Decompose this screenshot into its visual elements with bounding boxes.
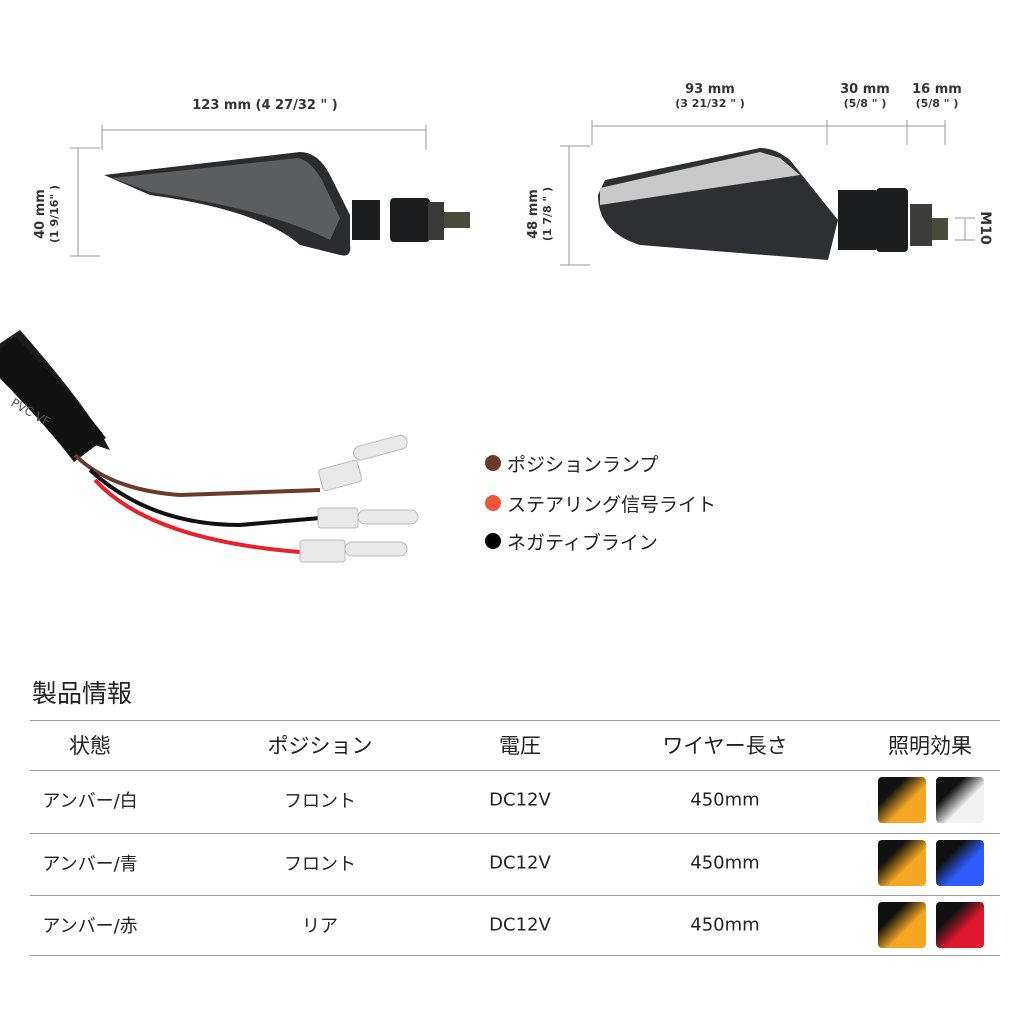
cell-state: アンバー/赤	[42, 916, 138, 937]
lamp2-dimension-lines	[560, 120, 975, 266]
cell-wire-length: 450mm	[690, 914, 760, 936]
lamp1-height-inch: (1 9/16" )	[48, 184, 61, 244]
legend-item-turn-signal: ステアリング信号ライト	[485, 488, 716, 518]
lamp1-length-label: 123 mm (4 27/32 " )	[192, 98, 338, 113]
cell-state: アンバー/青	[42, 854, 138, 875]
header-voltage: 電圧	[499, 734, 541, 758]
legend-label: ネガティブライン	[507, 531, 658, 554]
table-divider	[30, 955, 1000, 956]
lamp2-height-inch: (1 7/8 " )	[541, 186, 554, 242]
lamp2-bolt-dim: 16 mm (5/8 " )	[902, 82, 972, 110]
lighting-effect-swatch	[936, 840, 984, 886]
cell-voltage: DC12V	[489, 852, 551, 874]
legend-label: ポジションランプ	[507, 453, 659, 476]
header-position: ポジション	[267, 734, 373, 758]
lamp2-stem-dim: 30 mm (5/8 " )	[830, 82, 900, 110]
lamp-diagrams	[70, 120, 975, 266]
cell-voltage: DC12V	[489, 789, 551, 811]
red-dot-icon	[485, 495, 501, 511]
cell-position: リア	[302, 916, 338, 937]
cell-voltage: DC12V	[489, 914, 551, 936]
header-state: 状態	[69, 734, 111, 758]
wire-legend: ポジションランプ ステアリング信号ライト ネガティブライン	[485, 448, 716, 556]
header-effect: 照明効果	[888, 734, 972, 758]
lighting-effect-swatch	[936, 902, 984, 948]
table-divider	[30, 720, 1000, 721]
cell-position: フロント	[284, 791, 356, 812]
section-title: 製品情報	[32, 679, 133, 708]
lamp1-dimension-lines	[70, 125, 427, 257]
cell-wire-length: 450mm	[690, 789, 760, 811]
cell-wire-length: 450mm	[690, 852, 760, 874]
lamp2-body-label: 93 mm	[685, 82, 735, 97]
lamp1-image	[104, 152, 470, 256]
lamp2-bolt-inch: (5/8 " )	[915, 97, 959, 110]
header-wire-length: ワイヤー長さ	[662, 734, 788, 758]
lamp1-height: 40 mm (1 9/16" )	[33, 179, 61, 249]
lamp2-image	[598, 148, 948, 260]
lamp2-stem-label: 30 mm	[840, 82, 890, 97]
lamp1-height-label: 40 mm	[33, 189, 48, 239]
lighting-effect-swatch	[878, 840, 926, 886]
legend-item-position-lamp: ポジションランプ	[485, 448, 716, 478]
table-divider	[30, 833, 1000, 834]
lamp2-stem-inch: (5/8 " )	[843, 97, 887, 110]
cell-state: アンバー/白	[42, 791, 138, 812]
table-divider	[30, 895, 1000, 896]
wire-image: PVC VF	[0, 330, 419, 563]
legend-label: ステアリング信号ライト	[507, 493, 717, 516]
brown-dot-icon	[485, 455, 501, 471]
legend-item-negative: ネガティブライン	[485, 526, 716, 556]
lamp2-height: 48 mm (1 7/8 " )	[526, 174, 554, 254]
lighting-effect-swatch	[878, 777, 926, 823]
lamp2-bolt-label: 16 mm	[912, 82, 962, 97]
thread-label: M10	[977, 211, 993, 245]
lamp2-body-dim: 93 mm (3 21/32 " )	[650, 82, 770, 110]
table-divider	[30, 770, 1000, 771]
lamp2-height-label: 48 mm	[526, 189, 541, 239]
lamp2-body-inch: (3 21/32 " )	[675, 97, 745, 110]
lighting-effect-swatch	[878, 902, 926, 948]
lighting-effect-swatch	[936, 777, 984, 823]
cell-position: フロント	[284, 854, 356, 875]
black-dot-icon	[485, 533, 501, 549]
